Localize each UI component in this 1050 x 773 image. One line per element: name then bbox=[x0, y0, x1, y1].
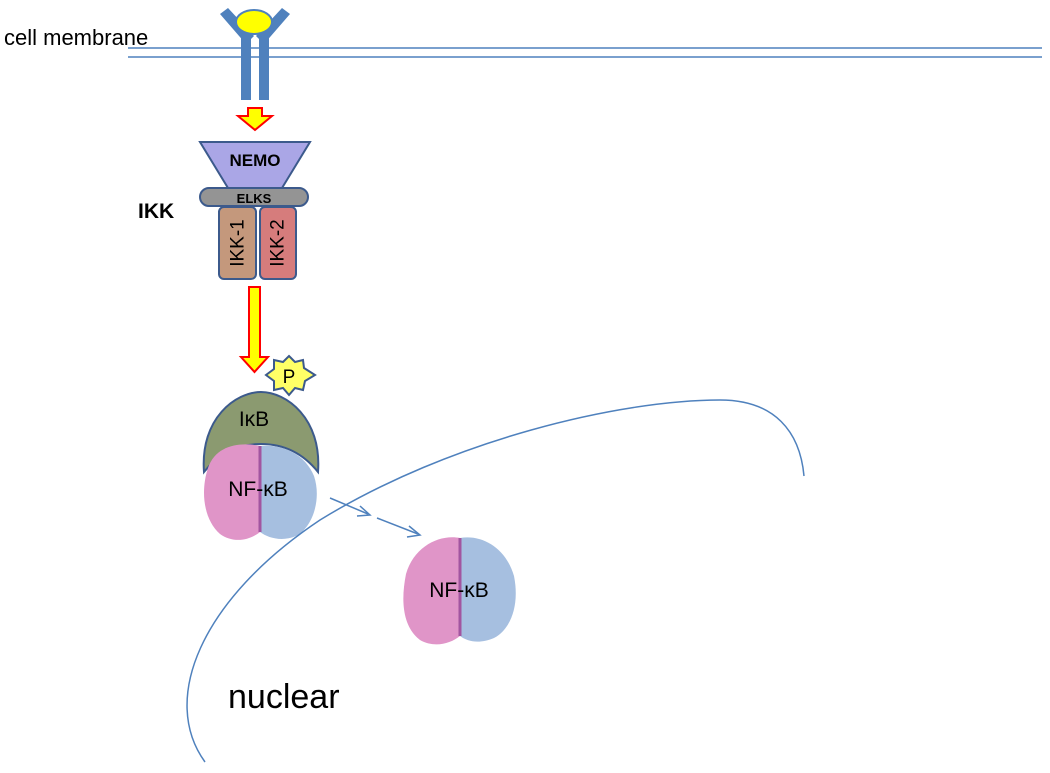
ikk-label: IKK bbox=[138, 200, 174, 223]
nfkb-cytoplasmic bbox=[204, 444, 317, 540]
ikk-complex bbox=[198, 141, 312, 280]
translocation-arrows bbox=[329, 497, 422, 538]
receptor-left-chain bbox=[241, 36, 251, 100]
elks-label: ELKS bbox=[237, 191, 272, 206]
nemo-label: NEMO bbox=[230, 151, 281, 170]
receptor-right-arm bbox=[256, 8, 290, 44]
signal-arrow-down bbox=[235, 107, 275, 132]
ikk1-label: IKK-1 bbox=[228, 219, 249, 267]
nfkb-nuc-p50 bbox=[403, 537, 460, 645]
translocation-arrow-1-head bbox=[356, 505, 372, 517]
translocation-arrow-2 bbox=[376, 517, 419, 535]
ikk1-subunit bbox=[218, 206, 257, 280]
receptor-right-chain bbox=[259, 36, 269, 100]
phosphate-star bbox=[264, 354, 317, 397]
nucleus-label: nuclear bbox=[228, 678, 340, 716]
ikk2-subunit bbox=[259, 206, 297, 280]
nfkb-nuc-p65 bbox=[460, 537, 516, 642]
nfkb-cyto-p50 bbox=[204, 444, 260, 540]
nuclear-envelope bbox=[186, 399, 805, 763]
translocation-arrow-1 bbox=[329, 497, 369, 515]
nfkb-nuc-label: NF-κB bbox=[429, 579, 489, 602]
nfkb-cyto-label: NF-κB bbox=[228, 478, 288, 501]
membrane-label: cell membrane bbox=[4, 25, 148, 50]
cell-membrane bbox=[128, 47, 1042, 58]
translocation-arrow-2-head bbox=[406, 525, 422, 538]
ikk2-label: IKK-2 bbox=[268, 219, 289, 267]
phosphate-label: P bbox=[283, 367, 296, 388]
nfkb-nuclear bbox=[403, 537, 516, 645]
elks-subunit bbox=[199, 187, 309, 207]
ligand bbox=[235, 9, 273, 35]
nfkb-cyto-p65 bbox=[260, 445, 317, 539]
ikb-label: IκB bbox=[239, 408, 269, 431]
phosphorylation-arrow bbox=[238, 286, 271, 374]
